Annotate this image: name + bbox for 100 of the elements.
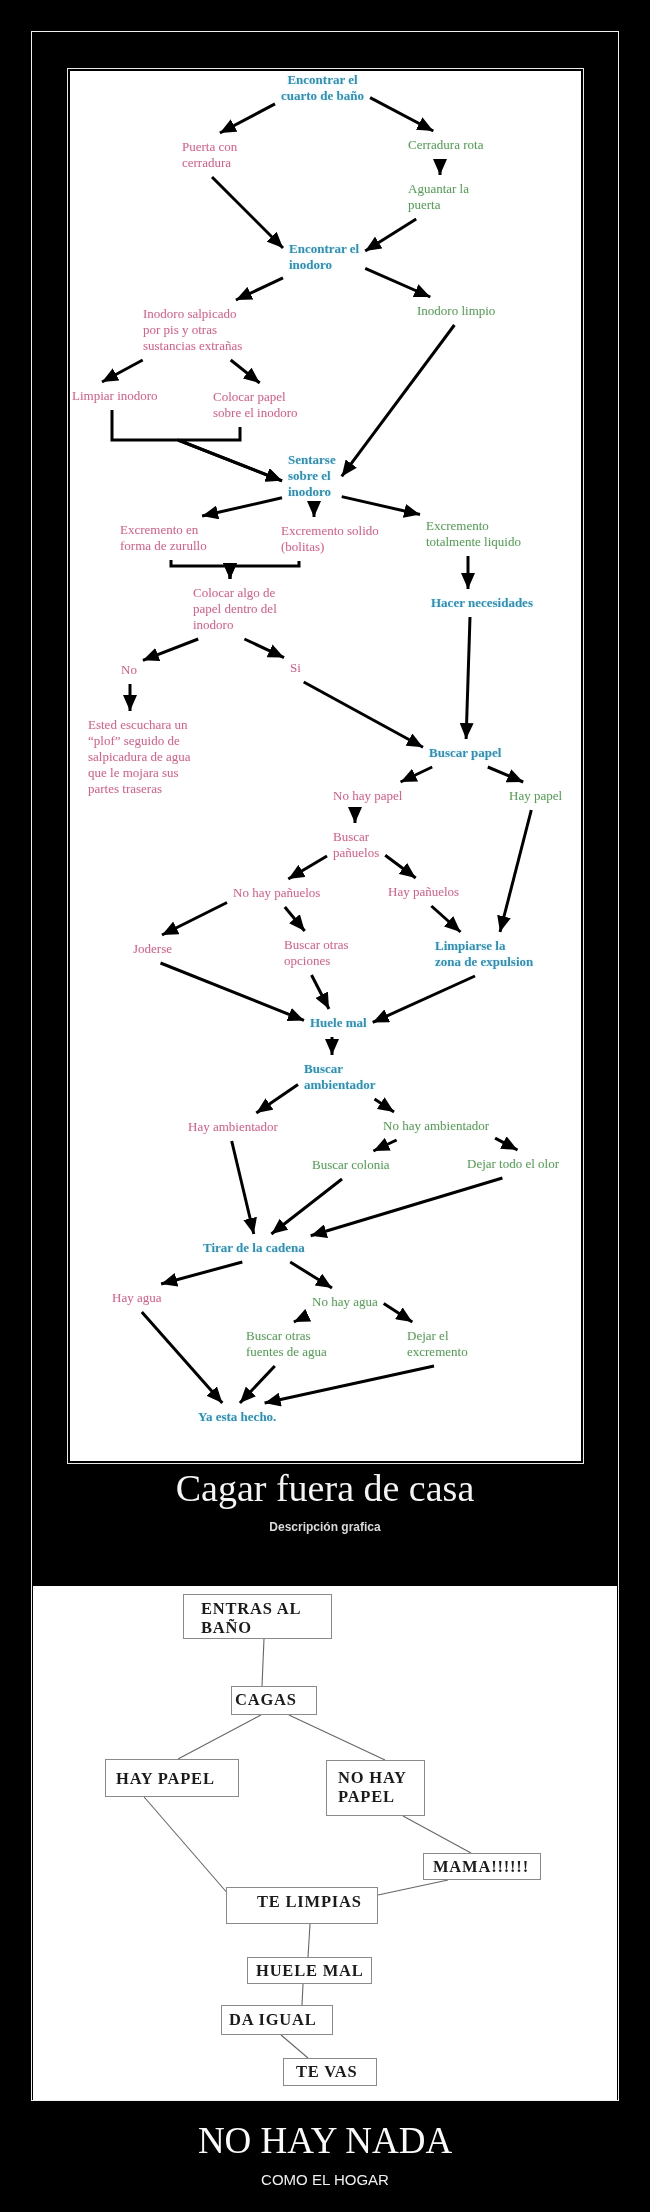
bracket-arrow — [176, 427, 283, 483]
step-label: Inodoro limpio — [417, 303, 496, 319]
step-label: Excremento en forma de zurullo — [120, 522, 207, 554]
caption: COMO EL HOGAR — [261, 2171, 389, 2189]
step-label: No — [121, 662, 137, 678]
arrow — [384, 854, 417, 880]
arrow — [310, 1176, 503, 1238]
arrow — [487, 765, 524, 784]
step-label: No hay agua — [312, 1294, 378, 1310]
arrow — [201, 496, 283, 520]
step-label: Encontrar el cuarto de baño — [281, 72, 365, 104]
box-label: MAMA!!!!!! — [433, 1857, 529, 1876]
arrow — [264, 1364, 435, 1407]
arrow — [123, 684, 137, 711]
arrow — [243, 637, 285, 659]
arrow — [160, 1260, 243, 1287]
arrow — [433, 159, 447, 175]
step-label: Si — [290, 660, 301, 676]
step-label: Excremento solido (bolitas) — [281, 523, 379, 555]
arrow — [302, 680, 424, 749]
step-label: Colocar papel sobre el inodoro — [213, 389, 298, 421]
process-box — [423, 1853, 541, 1880]
connector-line — [301, 1983, 304, 2006]
arrow — [219, 102, 276, 135]
process-box — [326, 1760, 425, 1816]
connector-line — [177, 1714, 262, 1760]
arrow — [340, 324, 456, 478]
arrow — [325, 1037, 339, 1055]
subtitle: Descripción grafica — [269, 1521, 381, 1535]
poster-title: Cagar fuera de casa — [175, 1467, 475, 1511]
arrow — [364, 217, 417, 253]
connector-line — [307, 1923, 311, 1958]
connector-line — [288, 1714, 386, 1761]
arrow — [270, 1177, 343, 1236]
step-label: Joderse — [133, 941, 172, 957]
process-box — [105, 1759, 239, 1797]
arrow — [229, 358, 261, 385]
step-label: Ested escuchara un “plof” seguido de salpicadura de agua que le mojara sus partes traseras — [88, 717, 191, 797]
arrow — [159, 961, 305, 1022]
step-label: Hay agua — [112, 1290, 162, 1306]
step-label: Buscar pañuelos — [333, 829, 380, 861]
arrow — [255, 1083, 299, 1115]
step-label: Puerta con cerradura — [182, 139, 238, 171]
connector-line — [261, 1638, 265, 1687]
arrow — [369, 96, 434, 133]
arrow — [382, 1302, 414, 1324]
step-label: Hay pañuelos — [388, 884, 460, 900]
arrow — [142, 637, 199, 662]
arrow — [235, 276, 284, 302]
step-label: Tirar de la cadena — [203, 1240, 305, 1256]
box-label: TE LIMPIAS — [257, 1892, 362, 1911]
step-label: Encontrar el inodoro — [289, 241, 360, 273]
process-box — [247, 1957, 372, 1984]
connector-line — [280, 2034, 309, 2059]
arrow — [430, 904, 462, 934]
box-label: HUELE MAL — [256, 1961, 364, 1980]
arrow — [140, 1311, 224, 1404]
step-label: No hay ambientador — [383, 1118, 490, 1134]
arrow — [310, 974, 331, 1010]
step-label: Dejar el excremento — [407, 1328, 468, 1360]
arrow — [364, 267, 431, 299]
title: NO HAY NADA — [197, 2119, 453, 2163]
step-label: Dejar todo el olor — [467, 1156, 560, 1172]
arrow — [283, 906, 306, 932]
step-label: Hay papel — [509, 788, 563, 804]
arrow — [287, 854, 328, 881]
process-box — [183, 1594, 332, 1639]
step-label: Cerradura rota — [408, 137, 484, 153]
arrow — [373, 1097, 395, 1114]
box-label: CAGAS — [235, 1690, 297, 1709]
step-label: Buscar ambientador — [304, 1061, 376, 1093]
arrow — [348, 807, 362, 823]
arrow — [399, 765, 433, 784]
step-label: Inodoro salpicado por pis y otras sustancias extrañas — [143, 306, 243, 354]
arrow — [461, 556, 475, 589]
step-label: Buscar colonia — [312, 1157, 390, 1173]
box-label: HAY PAPEL — [116, 1769, 215, 1788]
process-box — [231, 1686, 317, 1715]
box-label: NO HAY PAPEL — [338, 1768, 407, 1806]
arrow — [293, 1308, 312, 1324]
step-label: Ya esta hecho. — [198, 1409, 277, 1425]
arrow — [497, 809, 533, 933]
process-box — [221, 2005, 333, 2035]
arrow — [101, 358, 144, 384]
bracket-arrow — [223, 561, 301, 579]
step-label: Buscar papel — [429, 745, 502, 761]
arrow — [372, 974, 476, 1024]
connector-line — [402, 1815, 472, 1854]
process-box — [226, 1887, 378, 1924]
step-label: Aguantar la puerta — [408, 181, 469, 213]
arrow — [307, 501, 321, 517]
arrow — [341, 495, 421, 518]
arrow — [161, 901, 228, 937]
arrow — [372, 1137, 398, 1153]
box-label: TE VAS — [296, 2062, 358, 2081]
step-label: Sentarse sobre el inodoro — [288, 452, 336, 500]
arrow — [459, 616, 474, 740]
step-label: Buscar otras fuentes de agua — [246, 1328, 327, 1360]
connector-line — [377, 1879, 449, 1896]
step-label: Colocar algo de papel dentro del inodoro — [193, 585, 277, 633]
